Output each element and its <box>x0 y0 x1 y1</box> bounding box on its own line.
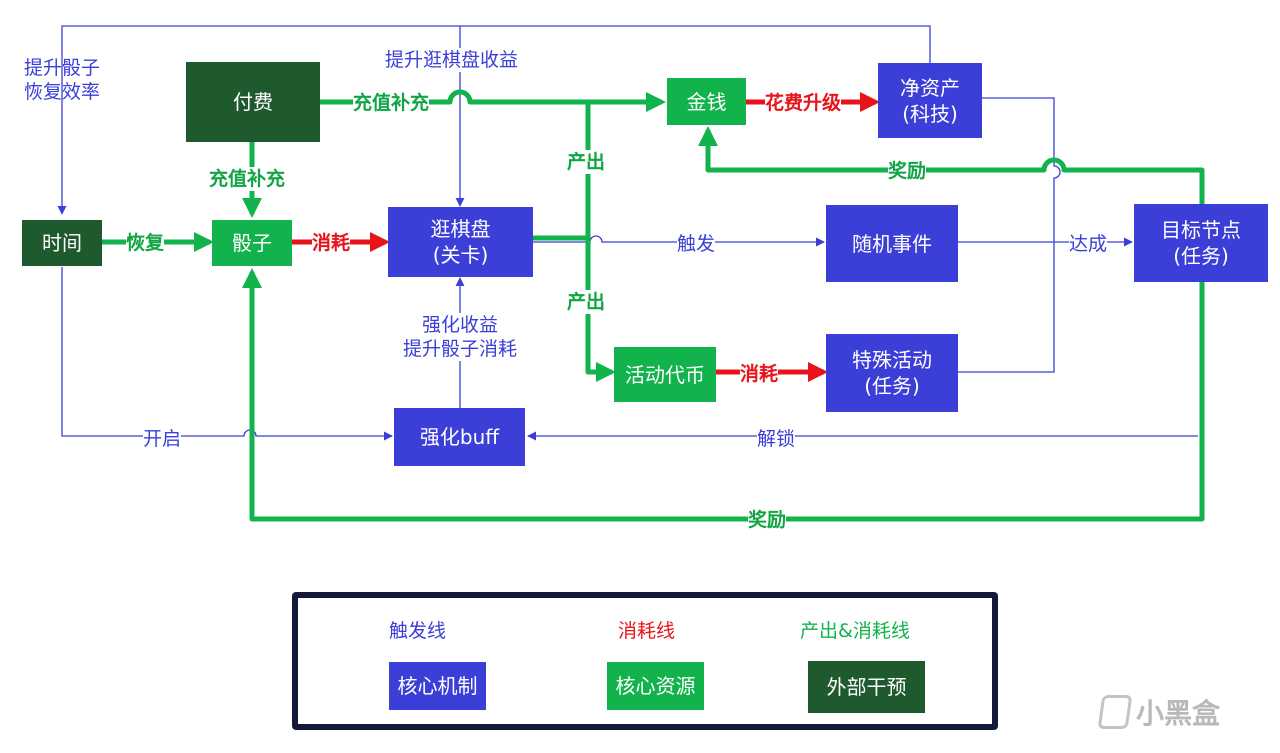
legend-external-label: 外部干预 <box>826 675 907 699</box>
label-open: 开启 <box>143 427 182 451</box>
label-unlock: 解锁 <box>757 427 796 451</box>
node-target-label-2: (任务) <box>1173 244 1229 268</box>
legend-output-text: 产出&消耗线 <box>796 619 914 643</box>
node-gold: 金钱 <box>667 78 746 125</box>
legend-core-mech-label: 核心机制 <box>397 674 478 698</box>
node-special-label-1: 特殊活动 <box>852 348 932 372</box>
label-recharge-left: 充值补充 <box>209 167 286 191</box>
node-time: 时间 <box>22 220 102 266</box>
line-pay-to-gold <box>320 89 666 112</box>
node-gold-label: 金钱 <box>686 89 727 114</box>
line-net-to-time <box>57 25 931 215</box>
watermark-text: 小黑盒 <box>1136 697 1221 730</box>
label-consume-token: 消耗 <box>740 362 779 386</box>
node-target: 目标节点 (任务) <box>1134 204 1268 282</box>
node-random-label: 随机事件 <box>852 231 932 256</box>
label-improve-dice-2: 恢复效率 <box>23 81 100 103</box>
node-buff: 强化buff <box>394 408 525 466</box>
node-board: 逛棋盘 (关卡) <box>388 207 533 277</box>
line-net-to-random-right <box>982 97 1061 242</box>
node-dice-label: 骰子 <box>232 231 272 255</box>
label-recharge-top: 充值补充 <box>353 91 430 115</box>
legend-core-mech: 核心机制 <box>389 662 486 710</box>
label-achieve: 达成 <box>1069 232 1108 256</box>
line-board-to-token <box>585 238 616 382</box>
node-pay-label: 付费 <box>233 90 273 114</box>
label-trigger: 触发 <box>677 232 716 256</box>
node-special-event: 特殊活动 (任务) <box>826 334 958 412</box>
legend-trigger-text: 触发线 <box>385 619 451 643</box>
node-net-assets: 净资产 (科技) <box>878 63 982 138</box>
node-pay: 付费 <box>186 62 320 142</box>
node-buff-label: 强化buff <box>419 425 500 449</box>
node-time-label: 时间 <box>42 231 82 255</box>
node-net-label-1: 净资产 <box>900 75 960 100</box>
node-token-label: 活动代币 <box>625 362 705 387</box>
label-buff-gain-1: 强化收益 <box>421 314 498 336</box>
line-target-reward-gold <box>698 126 1205 204</box>
label-buff-gain-2: 提升骰子消耗 <box>402 338 517 360</box>
watermark-logo-icon <box>1097 695 1133 729</box>
node-board-label-2: (关卡) <box>432 243 489 267</box>
label-improve-board: 提升逛棋盘收益 <box>385 48 519 72</box>
label-output-bottom: 产出 <box>567 290 606 314</box>
label-reward-top: 奖励 <box>888 159 927 183</box>
label-improve-dice-1: 提升骰子 <box>23 57 100 79</box>
label-improve-dice: 提升骰子 恢复效率 <box>14 56 110 104</box>
node-special-label-2: (任务) <box>864 374 920 398</box>
label-buff-gain: 强化收益 提升骰子消耗 <box>394 313 526 361</box>
label-output-top: 产出 <box>567 150 606 174</box>
legend-core-res: 核心资源 <box>607 662 704 710</box>
node-target-label-1: 目标节点 <box>1161 218 1241 242</box>
label-consume-dice: 消耗 <box>312 231 351 255</box>
legend-core-res-label: 核心资源 <box>615 674 696 698</box>
node-random-event: 随机事件 <box>826 205 958 282</box>
node-net-label-2: (科技) <box>902 101 958 126</box>
watermark: 小黑盒 <box>1097 692 1221 732</box>
label-recover: 恢复 <box>126 231 165 255</box>
line-special-to-right <box>958 242 1055 373</box>
label-spend-upgrade: 花费升级 <box>765 91 842 115</box>
line-time-open-buff <box>61 267 393 441</box>
label-reward-bottom: 奖励 <box>748 508 787 532</box>
node-token: 活动代币 <box>614 347 716 402</box>
node-board-label-1: 逛棋盘 <box>430 217 491 241</box>
legend-external: 外部干预 <box>808 661 925 713</box>
legend-consume-text: 消耗线 <box>614 619 680 643</box>
line-target-reward-dice <box>242 268 1205 522</box>
node-dice: 骰子 <box>212 220 292 266</box>
